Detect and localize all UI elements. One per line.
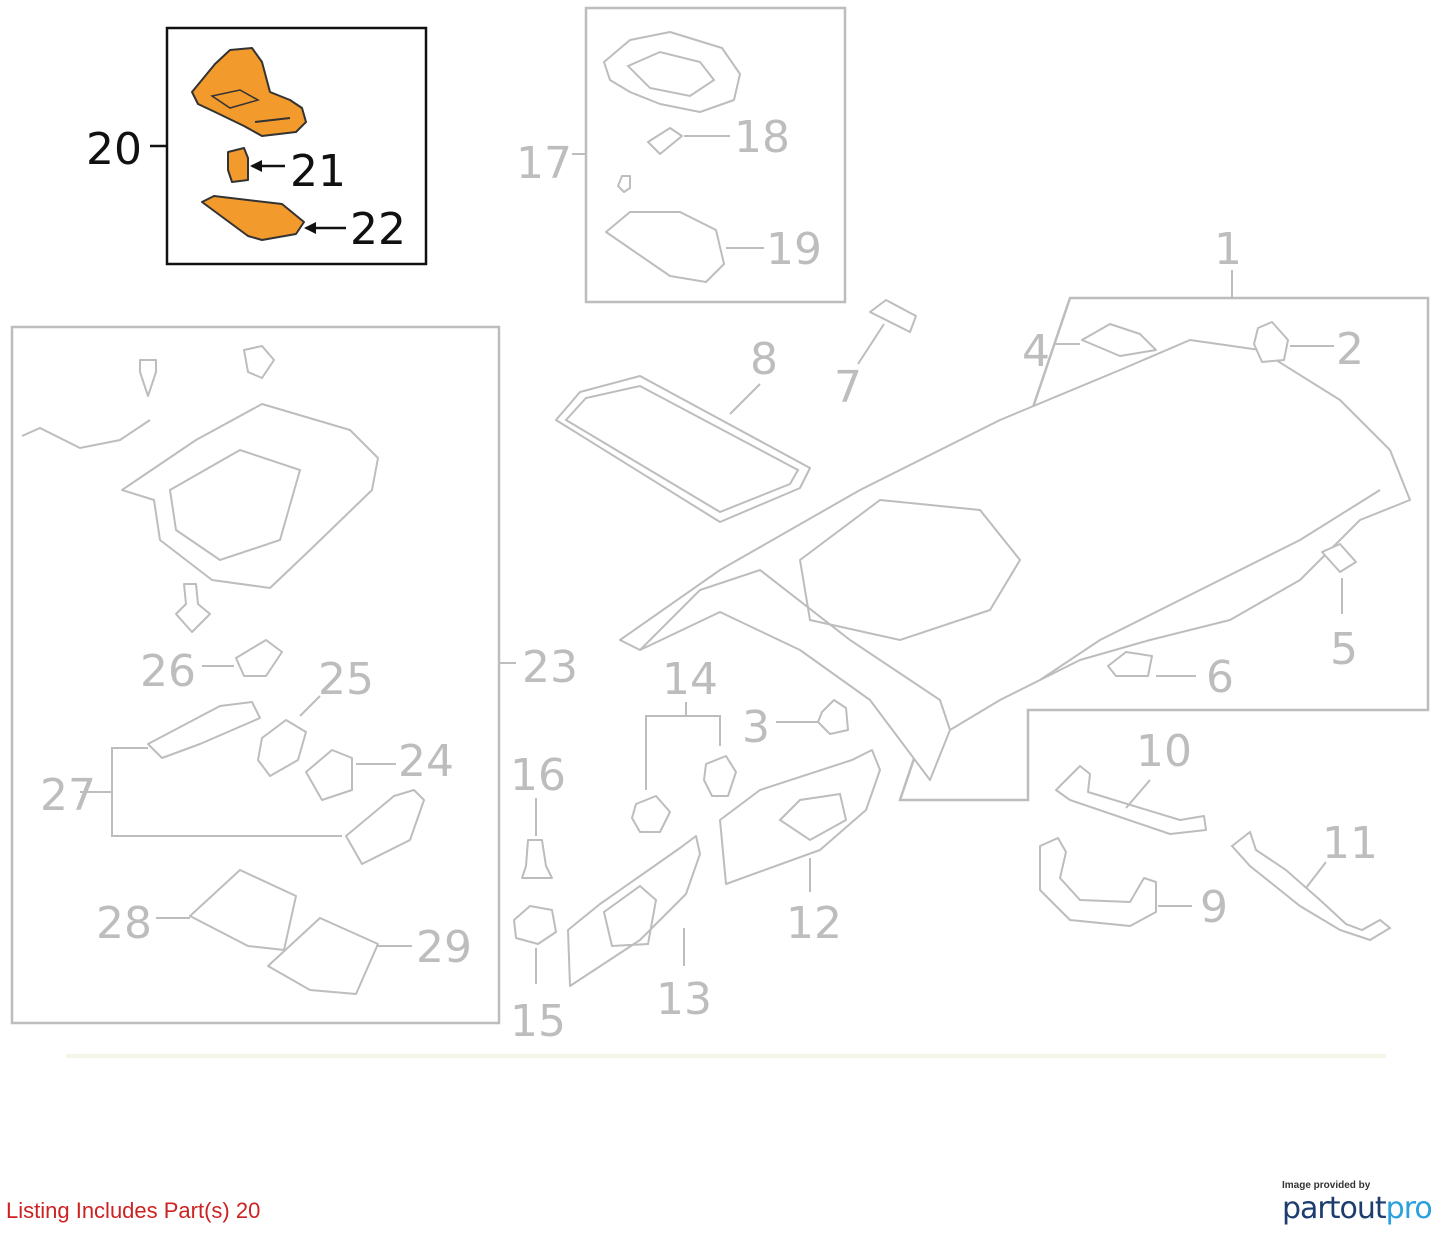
callout-18: 18	[734, 112, 790, 163]
provider-caption: Image provided by	[1282, 1180, 1371, 1191]
clip-3-icon	[817, 699, 849, 735]
callout-2: 2	[1336, 324, 1364, 375]
bolt-icon	[139, 359, 157, 397]
lens-19-icon	[605, 211, 725, 283]
callout-10: 10	[1136, 726, 1192, 777]
clip-icon	[243, 345, 275, 379]
part-20-lamp-housing	[191, 47, 307, 137]
bulb-26-icon	[235, 639, 283, 677]
screw-icon	[617, 175, 631, 193]
callout-27: 27	[40, 770, 96, 821]
callout-4: 4	[1022, 326, 1050, 377]
headliner-panel-icon	[619, 339, 1411, 781]
bezel-27b-icon	[345, 789, 425, 865]
right-lower-parts: 10 9 11	[1039, 726, 1392, 942]
group-1-headliner: 1 2 4 5 6	[619, 224, 1430, 802]
clip-14a-icon	[631, 795, 671, 833]
lamp-housing-17-icon	[603, 31, 741, 113]
group-17-box: 17 18 19	[516, 6, 847, 304]
callout-17: 17	[516, 138, 572, 189]
callout-26: 26	[140, 646, 196, 697]
bolt-lower-icon	[175, 583, 211, 633]
part-7: 7	[834, 299, 917, 413]
handle-9-icon	[1039, 837, 1157, 927]
callout-5: 5	[1330, 624, 1358, 675]
callout-8: 8	[750, 334, 778, 385]
callout-21: 21	[290, 146, 346, 197]
clip-2-icon	[1253, 321, 1289, 363]
callout-25: 25	[318, 654, 374, 705]
group-23-box: 26 25 24 27 28 29 23	[10, 325, 578, 1025]
callout-23: 23	[522, 642, 578, 693]
callout-9: 9	[1200, 882, 1228, 933]
part-8-glass: 8	[555, 334, 811, 523]
switch-25-icon	[257, 719, 307, 777]
callout-14: 14	[662, 654, 718, 705]
callout-24: 24	[398, 736, 454, 787]
lens-28-icon	[189, 869, 297, 951]
part-22-lens	[201, 195, 305, 241]
sunvisor-13-icon	[567, 835, 701, 987]
bulb-18-icon	[647, 127, 683, 155]
highlighted-group-20: 20 21 22	[86, 26, 428, 266]
provider-badge: Image provided by partoutpro	[1282, 1180, 1433, 1226]
listing-note: Listing Includes Part(s) 20	[6, 1198, 261, 1223]
provider-logo-main: partout	[1282, 1191, 1387, 1226]
callout-13: 13	[656, 974, 712, 1025]
console-23-icon	[121, 403, 379, 589]
callout-15: 15	[510, 996, 566, 1047]
callout-3: 3	[742, 702, 770, 753]
bracket-10-icon	[1055, 765, 1207, 835]
lower-center-parts: 3 14 16 15 12 13	[510, 654, 881, 1047]
callout-22: 22	[350, 204, 406, 255]
part-21-bulb	[227, 147, 249, 183]
switch-24-icon	[305, 749, 353, 801]
callout-11: 11	[1322, 818, 1378, 869]
clip-5-icon	[1321, 543, 1357, 573]
callout-6: 6	[1206, 652, 1234, 703]
callout-7: 7	[834, 362, 862, 413]
harness-11-icon	[1230, 830, 1392, 942]
cap-15-icon	[513, 905, 557, 945]
lens-29-icon	[267, 917, 379, 995]
callout-20: 20	[86, 124, 142, 175]
bezel-27-icon	[147, 701, 261, 759]
callout-1: 1	[1214, 224, 1242, 275]
sunvisor-12-icon	[719, 749, 881, 885]
clip-14b-icon	[703, 755, 737, 797]
screw-16-icon	[521, 839, 553, 879]
provider-logo: partoutpro	[1282, 1191, 1433, 1226]
clip-4-icon	[1081, 323, 1157, 357]
callout-19: 19	[766, 224, 822, 275]
callout-28: 28	[96, 898, 152, 949]
provider-logo-accent: pro	[1385, 1191, 1433, 1226]
callout-12: 12	[786, 898, 842, 949]
callout-16: 16	[510, 750, 566, 801]
callout-29: 29	[416, 922, 472, 973]
bracket-6-icon	[1107, 651, 1153, 677]
